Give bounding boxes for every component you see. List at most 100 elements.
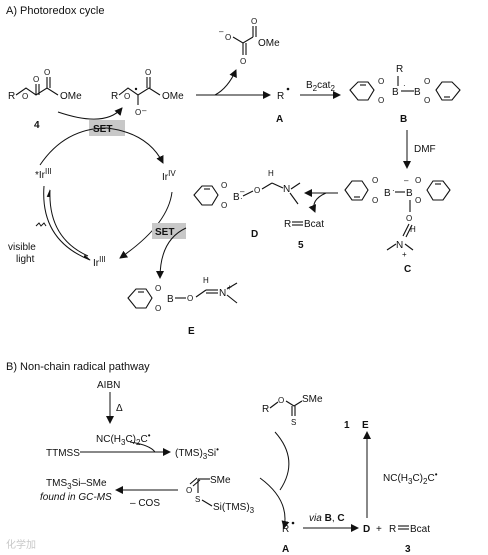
svg-text:+: + — [402, 250, 407, 259]
svg-text:O: O — [378, 77, 384, 86]
svg-text:·: · — [392, 186, 395, 195]
svg-text:O: O — [372, 176, 378, 185]
svg-text:R: R — [111, 91, 118, 102]
svg-text:found in GC-MS: found in GC-MS — [40, 492, 112, 503]
svg-text:O: O — [225, 33, 231, 42]
svg-text:SMe: SMe — [302, 394, 323, 405]
ir-iii: IrIII — [93, 255, 106, 269]
svg-text:O: O — [124, 92, 130, 101]
svg-text:Bcat: Bcat — [410, 524, 430, 535]
svg-text:O: O — [186, 486, 192, 495]
compound-4: R O O O OMe 4 — [8, 68, 82, 131]
svg-text:H: H — [410, 225, 416, 234]
svg-text:N: N — [396, 240, 403, 251]
svg-text:O: O — [406, 214, 412, 223]
ir-excited: *IrIII — [35, 167, 52, 181]
methyl-oxalate-anion: – O O O OMe — [219, 17, 280, 66]
svg-text:–: – — [404, 176, 409, 185]
svg-text:Δ: Δ — [116, 403, 123, 414]
svg-text:SMe: SMe — [210, 475, 231, 486]
svg-text:O: O — [415, 176, 421, 185]
svg-text:H: H — [268, 169, 274, 178]
svg-text:O: O — [424, 77, 430, 86]
svg-text:O: O — [278, 396, 284, 405]
svg-text:B: B — [384, 188, 391, 199]
compound-D: O O B · – O H N D — [193, 169, 301, 240]
svg-text:TTMSS: TTMSS — [46, 448, 80, 459]
label-C: C — [404, 264, 411, 275]
svg-text:B: B — [167, 294, 174, 305]
svg-text:O: O — [155, 284, 161, 293]
svg-text:R: R — [277, 91, 284, 102]
svg-text:R: R — [389, 524, 396, 535]
svg-text:NC(H3C)2C•: NC(H3C)2C• — [383, 470, 438, 486]
svg-text:S: S — [291, 418, 296, 427]
svg-text:O: O — [22, 92, 28, 101]
label-1: 1 — [344, 420, 350, 431]
svg-text:O: O — [415, 196, 421, 205]
svg-text:O: O — [155, 304, 161, 313]
label-4: 4 — [34, 120, 40, 131]
svg-text:D: D — [363, 524, 370, 535]
svg-text:O: O — [145, 68, 151, 77]
svg-text:R: R — [8, 91, 15, 102]
svg-text:R: R — [282, 524, 289, 535]
heading-nonchain: B) Non-chain radical pathway — [6, 361, 150, 373]
svg-text:N: N — [283, 184, 290, 195]
svg-text:Si(TMS)3: Si(TMS)3 — [213, 502, 255, 515]
svg-text:NC(H3C)2C•: NC(H3C)2C• — [96, 431, 151, 447]
svg-text:B: B — [233, 192, 240, 203]
svg-text:– COS: – COS — [130, 498, 160, 509]
svg-text:SET: SET — [155, 227, 174, 238]
heading-photoredox: A) Photoredox cycle — [6, 5, 104, 17]
svg-text:R: R — [262, 404, 269, 415]
svg-text:(TMS)3Si•: (TMS)3Si• — [175, 445, 219, 461]
svg-text:+: + — [376, 524, 382, 535]
svg-text:O: O — [378, 96, 384, 105]
svg-text:O: O — [135, 108, 141, 117]
svg-text:TMS3Si–SMe: TMS3Si–SMe — [46, 478, 107, 491]
watermark: 化学加 — [6, 538, 36, 551]
label-D: D — [251, 229, 258, 240]
svg-text:R: R — [396, 64, 403, 75]
label-E: E — [188, 326, 195, 337]
silyl-adduct-intermediate: O SMe S Si(TMS)3 — [186, 475, 255, 515]
label-3: 3 — [405, 544, 411, 555]
label-5: 5 — [298, 240, 304, 251]
label-B: B — [400, 114, 407, 125]
svg-text:–: – — [240, 187, 245, 196]
svg-text:H: H — [203, 276, 209, 285]
svg-text:S: S — [195, 495, 200, 504]
svg-text:light: light — [16, 254, 35, 265]
svg-text:OMe: OMe — [162, 91, 184, 102]
svg-text:B2cat2: B2cat2 — [306, 80, 335, 93]
svg-text:O: O — [221, 201, 227, 210]
svg-text:SET: SET — [93, 124, 112, 135]
svg-text:B: B — [406, 188, 413, 199]
svg-text:OMe: OMe — [258, 38, 280, 49]
compound-1: R O SMe S 1 — [262, 394, 350, 431]
svg-text:–: – — [142, 106, 147, 115]
svg-text:O: O — [372, 196, 378, 205]
svg-text:N: N — [219, 288, 226, 299]
svg-text:–: – — [219, 27, 224, 36]
svg-text:O: O — [44, 68, 50, 77]
svg-text:R: R — [284, 219, 291, 230]
svg-text:O: O — [251, 17, 257, 26]
svg-text:B: B — [392, 87, 399, 98]
label-A: A — [276, 114, 283, 125]
svg-text:B: B — [414, 87, 421, 98]
svg-text:Bcat: Bcat — [304, 219, 324, 230]
svg-text:O: O — [187, 294, 193, 303]
svg-text:·: · — [403, 81, 406, 90]
set-box-mid — [152, 223, 186, 239]
svg-text:AIBN: AIBN — [97, 380, 120, 391]
compound-B: O O B R · B O O B — [349, 64, 461, 125]
svg-text:O: O — [240, 57, 246, 66]
svg-text:via B, C: via B, C — [309, 513, 345, 524]
svg-text:visible: visible — [8, 242, 36, 253]
svg-text:E: E — [362, 420, 369, 431]
svg-text:·: · — [240, 194, 243, 203]
svg-text:OMe: OMe — [60, 91, 82, 102]
